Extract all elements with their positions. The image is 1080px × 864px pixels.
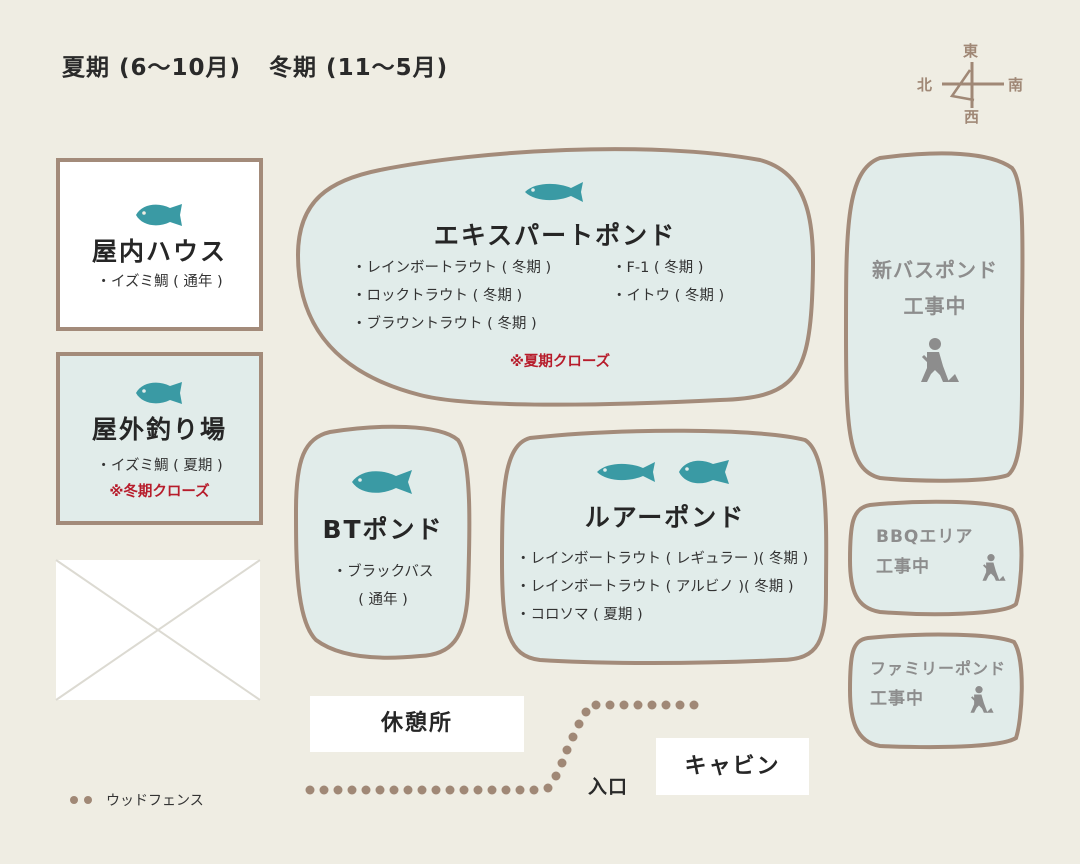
- season-legend: 夏期 (6～10月) 冬期 (11～5月): [62, 48, 448, 82]
- construction-worker-icon: [970, 685, 994, 713]
- new-bass-pond-outline: [843, 151, 1025, 483]
- outdoor-fishing-title: 屋外釣り場: [91, 415, 227, 444]
- bbq-area-status: 工事中: [876, 557, 930, 577]
- compass-south: 南: [1008, 76, 1024, 94]
- compass-west: 西: [964, 108, 980, 126]
- outdoor-fishing-item: ・イズミ鯛 ( 夏期 ): [96, 458, 223, 474]
- bbq-area-title: BBQエリア: [876, 527, 974, 547]
- bt-pond-item: ( 通年 ): [358, 592, 408, 608]
- bbq-area-outline: [847, 499, 1024, 617]
- fish-icon: [135, 382, 182, 404]
- compass: 東 西 南 北: [912, 40, 1032, 130]
- rest-area[interactable]: 休憩所: [310, 696, 524, 752]
- bt-pond-outline: [293, 424, 472, 660]
- winter-season-label: 冬期 (11～5月): [269, 55, 449, 81]
- indoor-house-title: 屋内ハウス: [91, 237, 227, 266]
- family-pond-title: ファミリーポンド: [870, 659, 1007, 678]
- expert-pond-list-left: ・レインボートラウト ( 冬期 ) ・ロックトラウト ( 冬期 ) ・ブラウント…: [352, 254, 551, 338]
- lure-pond[interactable]: ルアーポンド: [502, 456, 828, 534]
- lure-pond-list: ・レインボートラウト ( レギュラー )( 冬期 ) ・レインボートラウト ( …: [516, 545, 808, 629]
- construction-worker-icon: [982, 553, 1006, 581]
- new-bass-pond-title: 新バスポンド: [872, 258, 998, 282]
- expert-pond-list-right: ・F-1 ( 冬期 ) ・イトウ ( 冬期 ): [612, 254, 724, 310]
- lure-pond-outline: [499, 428, 829, 665]
- lure-pond-title: ルアーポンド: [584, 503, 746, 532]
- expert-pond-closed: ※夏期クローズ: [509, 354, 611, 370]
- family-pond-status: 工事中: [870, 689, 924, 709]
- entrance-label: 入口: [588, 776, 629, 798]
- indoor-house[interactable]: 屋内ハウス ・イズミ鯛 ( 通年 ): [56, 158, 263, 331]
- compass-rose-icon: [942, 62, 1004, 108]
- expert-pond-item: ・イトウ ( 冬期 ): [612, 288, 725, 304]
- image-placeholder: [55, 559, 261, 701]
- bt-pond-item: ・ブラックバス: [332, 564, 434, 580]
- wood-fence-path: [305, 700, 699, 795]
- wood-fence-legend-icon: [70, 796, 92, 804]
- bbq-area[interactable]: BBQエリア 工事中: [876, 522, 1016, 582]
- indoor-house-item: ・イズミ鯛 ( 通年 ): [96, 274, 223, 290]
- family-pond-outline: [847, 632, 1024, 750]
- expert-pond-title: エキスパートポンド: [433, 221, 677, 250]
- expert-pond-item: ・ロックトラウト ( 冬期 ): [352, 288, 523, 304]
- expert-pond-item: ・レインボートラウト ( 冬期 ): [352, 260, 552, 276]
- fish-icon: [135, 204, 182, 226]
- lure-pond-item: ・レインボートラウト ( レギュラー )( 冬期 ): [516, 551, 809, 567]
- compass-north: 北: [917, 76, 933, 94]
- lure-pond-item: ・コロソマ ( 夏期 ): [516, 607, 643, 623]
- family-pond[interactable]: ファミリーポンド 工事中: [870, 654, 1020, 714]
- compass-east: 東: [963, 42, 979, 60]
- construction-worker-icon: [921, 338, 959, 382]
- outdoor-fishing-area[interactable]: 屋外釣り場 ・イズミ鯛 ( 夏期 ) ※冬期クローズ: [56, 352, 263, 525]
- outdoor-fishing-closed: ※冬期クローズ: [109, 484, 210, 500]
- new-bass-pond-status: 工事中: [903, 294, 967, 318]
- bt-pond-title: BTポンド: [322, 515, 444, 544]
- bt-pond[interactable]: BTポンド ・ブラックバス ( 通年 ): [296, 468, 470, 614]
- expert-pond-item: ・F-1 ( 冬期 ): [612, 260, 704, 276]
- expert-pond-item: ・ブラウントラウト ( 冬期 ): [352, 316, 537, 332]
- trout-icon: [525, 182, 583, 202]
- new-bass-pond[interactable]: 新バスポンド 工事中: [846, 252, 1024, 388]
- expert-pond-outline: [295, 147, 816, 407]
- expert-pond[interactable]: エキスパートポンド: [300, 178, 810, 252]
- fish-pair-icon: [597, 460, 729, 484]
- bass-icon: [352, 470, 412, 494]
- legend: ウッドフェンス: [70, 790, 204, 810]
- summer-season-label: 夏期 (6～10月): [62, 55, 242, 81]
- wood-fence-legend-label: ウッドフェンス: [106, 793, 204, 809]
- lure-pond-item: ・レインボートラウト ( アルビノ )( 冬期 ): [516, 579, 794, 595]
- cabin[interactable]: キャビン: [656, 738, 809, 795]
